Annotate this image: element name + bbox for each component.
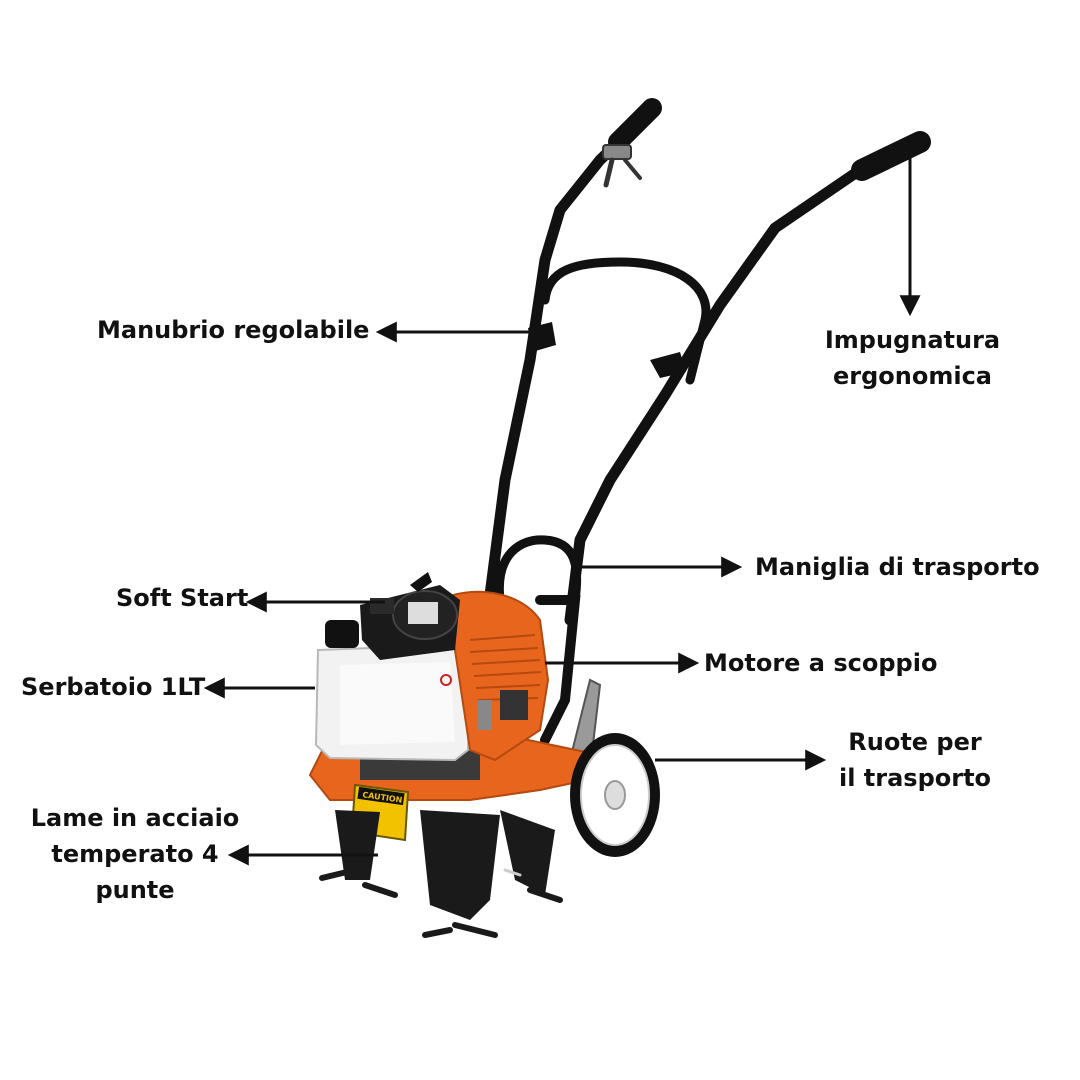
- label-ergonomic-grip: Impugnatura ergonomica: [824, 326, 1001, 390]
- label-carry-handle: Maniglia di trasporto: [755, 553, 1040, 581]
- adjust-clamp-right: [650, 352, 686, 378]
- soft-start-pull: [370, 598, 394, 614]
- label-blades: Lame in acciaio temperato 4 punte: [30, 804, 240, 904]
- carry-handle-loop: [494, 535, 582, 605]
- tines: [319, 810, 563, 938]
- engine: [438, 590, 550, 762]
- throttle-lever-icon: [602, 144, 642, 188]
- adjust-clamp-left: [528, 322, 556, 352]
- label-engine: Motore a scoppio: [704, 649, 938, 677]
- fuel-cap: [325, 620, 359, 648]
- fuel-tank: [314, 620, 472, 762]
- starter-housing: [360, 572, 460, 660]
- label-wheels: Ruote per il trasporto: [838, 728, 992, 792]
- frame-mount: [535, 595, 581, 745]
- tiller-machine-icon: CAUTION: [308, 98, 931, 938]
- left-grip: [608, 98, 662, 152]
- label-adjustable-handlebar: Manubrio regolabile: [97, 316, 370, 344]
- arrow-icon: [203, 155, 921, 866]
- label-soft-start: Soft Start: [116, 584, 249, 612]
- label-fuel-tank: Serbatoio 1LT: [21, 673, 206, 701]
- handlebar-crossbar: [540, 257, 711, 385]
- left-handlebar: [484, 104, 658, 601]
- transport-wheel: [570, 733, 660, 857]
- right-handlebar: [564, 139, 911, 626]
- ergonomic-grip: [851, 131, 931, 181]
